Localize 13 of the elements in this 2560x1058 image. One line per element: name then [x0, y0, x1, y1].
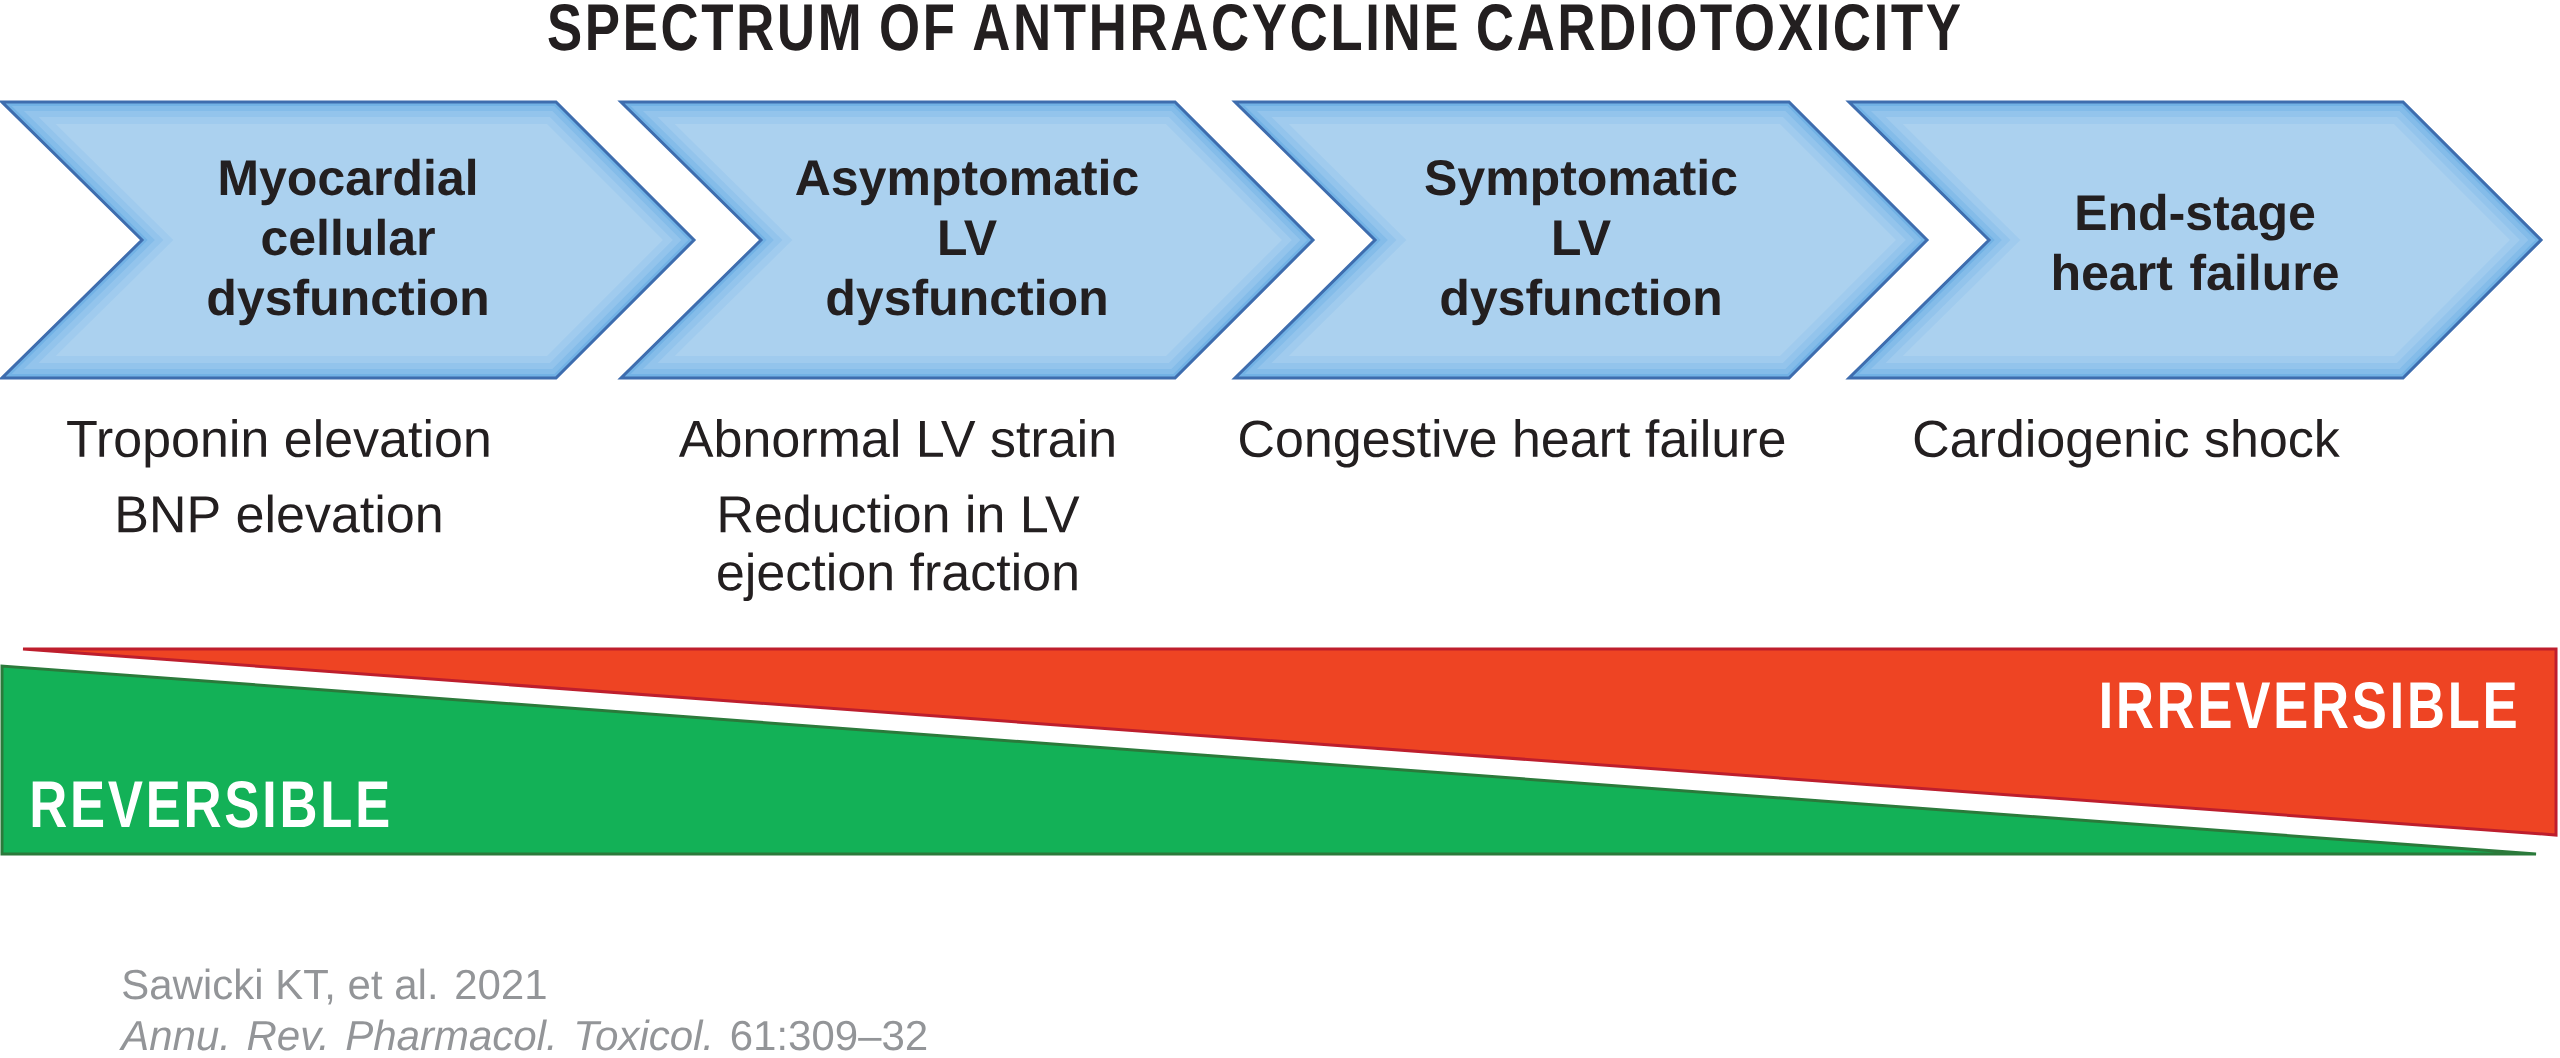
node-label: BNP elevation	[118, 494, 441, 533]
process-box: Symptomatic LV dysfunction	[1231, 100, 1930, 380]
node-label: Reduction in LV ejection fraction	[718, 494, 1080, 601]
process-box: Myocardial cellular dysfunction	[0, 100, 697, 380]
node-label: Troponin elevation	[67, 419, 489, 468]
citation: Sawicki KT, et al. 2021	[123, 968, 546, 1005]
title: SPECTRUM OF ANTHRACYCLINE CARDIOTOXICITY	[548, 3, 1961, 51]
node-label: Congestive heart failure	[1240, 419, 1785, 468]
node-label: Abnormal LV strain	[678, 419, 1114, 458]
process-box: End-stage heart failure	[1845, 100, 2544, 380]
citation: Annu. Rev. Pharmacol. Toxicol. 61:309–32	[119, 1019, 927, 1051]
process-box: Asymptomatic LV dysfunction	[617, 100, 1316, 380]
node-label: Cardiogenic shock	[1914, 419, 2340, 468]
